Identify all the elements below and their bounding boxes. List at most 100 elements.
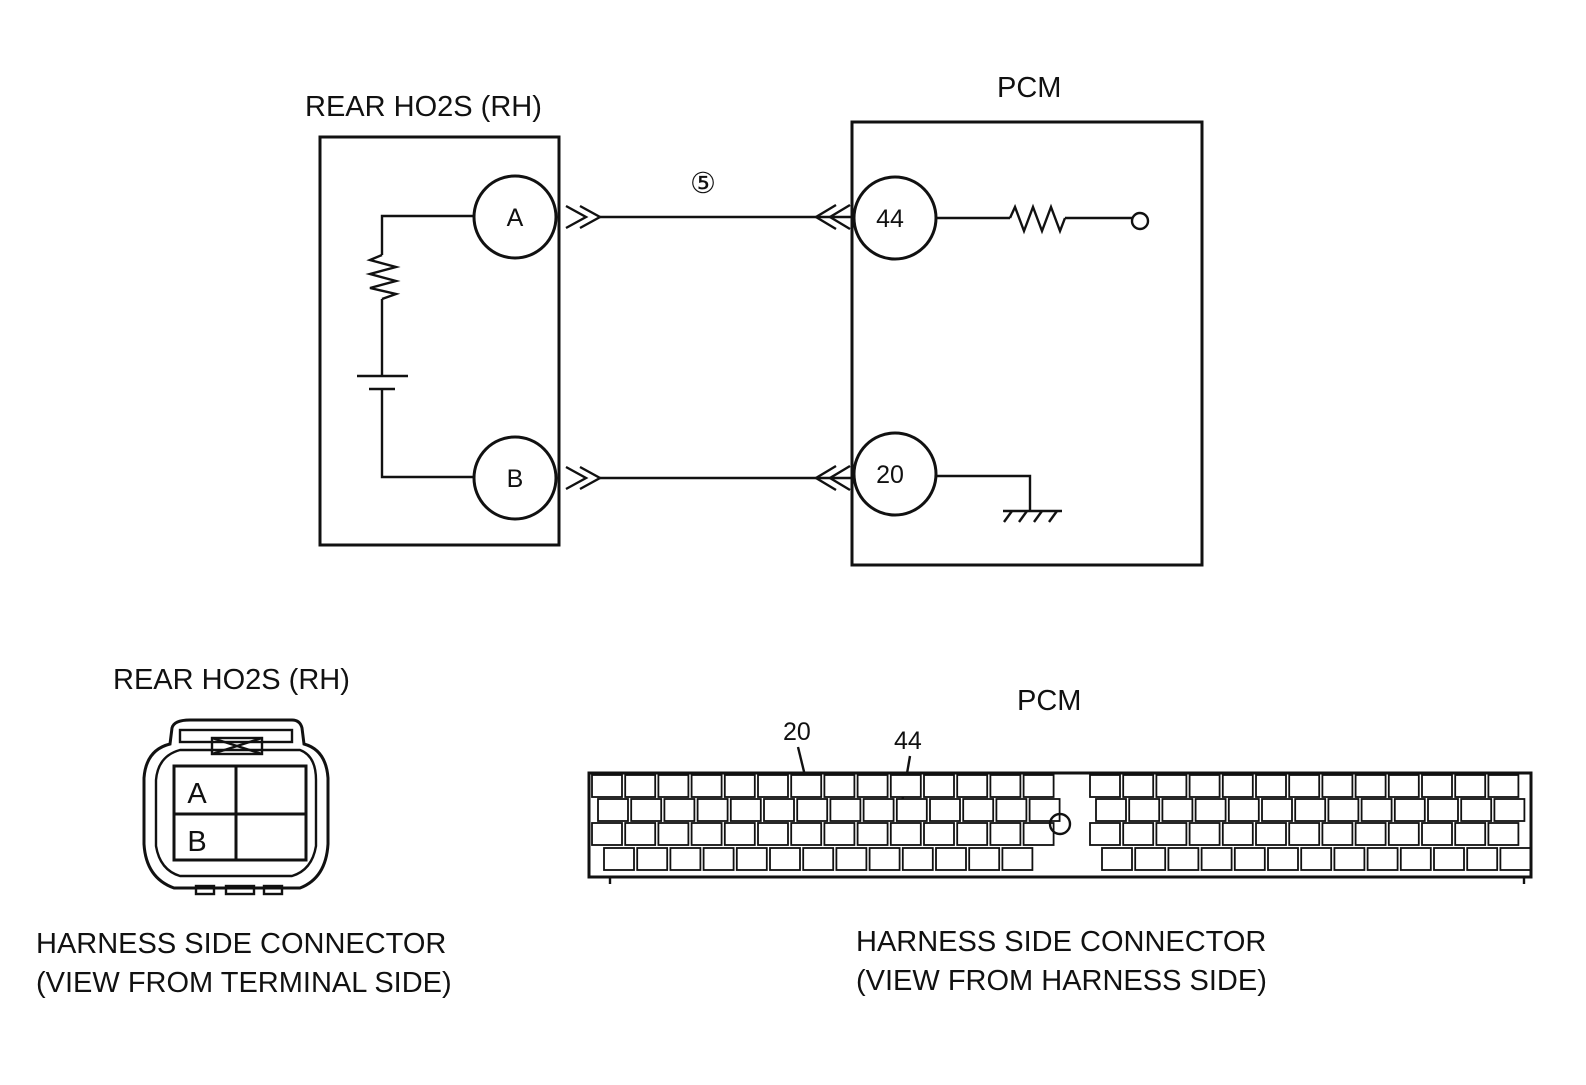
pcm-cavity — [1200, 847, 1233, 871]
pcm-cavity — [1454, 774, 1487, 798]
pcm-cavity — [723, 822, 756, 846]
pcm-terminal-20-label: 20 — [876, 461, 904, 489]
pcm-cavity — [995, 798, 1028, 822]
pcm-cavity — [923, 774, 955, 798]
sensor-connector-title: REAR HO2S (RH) — [113, 664, 350, 696]
pcm-cavity — [956, 774, 989, 798]
pcm-cavity — [1095, 798, 1127, 822]
pcm-box — [850, 120, 1204, 567]
pcm-connector-title: PCM — [1017, 685, 1081, 717]
pcm-cavity — [1421, 774, 1453, 798]
pcm-cavity — [796, 798, 829, 822]
pcm-resistor-icon — [1008, 203, 1067, 235]
pcm-cavity-grid — [591, 774, 1532, 871]
pcm-cavity — [1487, 774, 1520, 798]
pcm-cavity — [1089, 822, 1121, 846]
pcm-cavity — [669, 847, 702, 871]
pin-44-label: 44 — [894, 727, 922, 755]
pcm-cavity — [856, 774, 889, 798]
pcm-cavity — [956, 822, 989, 846]
pcm-cavity — [823, 774, 856, 798]
sensor-connector-caption-line1: HARNESS SIDE CONNECTOR — [36, 928, 446, 960]
ground-icon — [936, 474, 1062, 523]
sensor-terminal-b-label: B — [507, 465, 524, 493]
pcm-cavity — [1366, 847, 1399, 871]
pcm-cavity — [862, 798, 895, 822]
pcm-cavity — [663, 798, 696, 822]
pin-20-label: 20 — [783, 718, 811, 746]
pcm-cavity — [690, 774, 723, 798]
pcm-cavity — [923, 822, 955, 846]
sensor-title: REAR HO2S (RH) — [305, 91, 542, 123]
pcm-cavity — [1321, 774, 1354, 798]
pcm-cavity — [1255, 822, 1287, 846]
pcm-cavity — [696, 798, 729, 822]
pcm-terminal-20 — [852, 431, 938, 517]
pcm-cavity — [763, 798, 795, 822]
pcm-cavity — [1188, 822, 1221, 846]
cavity-b-label: B — [187, 826, 206, 858]
pcm-cavity — [1028, 798, 1061, 822]
pcm-cavity — [603, 847, 635, 871]
pcm-cavity — [769, 847, 801, 871]
pcm-cavity — [989, 774, 1022, 798]
pcm-connector-caption-line2: (VIEW FROM HARNESS SIDE) — [856, 965, 1267, 997]
pcm-cavity — [1354, 774, 1387, 798]
sensor-terminal-b — [472, 435, 558, 521]
pcm-cavity — [901, 847, 934, 871]
center-bolt-icon — [1048, 812, 1072, 836]
pcm-cavity — [1294, 798, 1327, 822]
pcm-cavity — [1128, 798, 1161, 822]
pcm-cavity — [1267, 847, 1299, 871]
sensor-box — [318, 135, 561, 547]
pcm-cavity — [1387, 822, 1420, 846]
latch-lock-icon — [210, 736, 264, 756]
sensor-terminal-a — [472, 174, 558, 260]
pcm-cavity — [1122, 774, 1155, 798]
pcm-cavity — [889, 822, 922, 846]
pcm-connector-chevron-icon — [813, 203, 851, 492]
pcm-cavity — [1460, 798, 1493, 822]
sensor-terminal-a-label: A — [507, 204, 524, 232]
pcm-cavity — [962, 798, 995, 822]
cavity-a-label: A — [187, 778, 207, 810]
pcm-cavity — [1333, 847, 1366, 871]
pcm-cavity — [729, 798, 762, 822]
pcm-cavity — [1433, 847, 1465, 871]
sensor-wire-top — [380, 214, 475, 255]
pcm-cavity — [1454, 822, 1487, 846]
pcm-cavity — [723, 774, 756, 798]
pcm-cavity — [1155, 822, 1188, 846]
pcm-cavity — [1499, 847, 1532, 871]
pcm-cavity — [657, 822, 690, 846]
wiring-schematic: REAR HO2S (RH) A B ⑤ — [305, 72, 1204, 567]
pcm-harness-connector: PCM 20 44 HARNESS SIDE CONNECTOR (VIEW F… — [587, 685, 1533, 997]
pcm-cavity — [790, 774, 823, 798]
pcm-cavity — [989, 822, 1022, 846]
pcm-cavity — [591, 774, 623, 798]
pcm-cavity — [591, 822, 623, 846]
pcm-cavity — [1022, 774, 1055, 798]
pcm-cavity — [1089, 774, 1121, 798]
pcm-cavity — [1188, 774, 1221, 798]
pcm-cavity — [757, 774, 789, 798]
pcm-cavity — [1421, 822, 1453, 846]
pcm-cavity — [968, 847, 1001, 871]
pcm-cavity — [1327, 798, 1360, 822]
pcm-cavity — [1387, 774, 1420, 798]
pcm-cavity — [1321, 822, 1354, 846]
pcm-cavity — [624, 774, 657, 798]
pcm-cavity — [1399, 847, 1432, 871]
pcm-cavity — [1221, 774, 1254, 798]
pcm-cavity — [1393, 798, 1426, 822]
pcm-title: PCM — [997, 72, 1061, 104]
pcm-cavity — [630, 798, 663, 822]
pcm-cavity — [702, 847, 735, 871]
pcm-cavity — [1255, 774, 1287, 798]
connector-housing — [142, 718, 330, 890]
pcm-cavity — [657, 774, 690, 798]
pcm-cavity — [1167, 847, 1200, 871]
sensor-internal-circuit — [357, 214, 475, 479]
pcm-cavity — [1427, 798, 1459, 822]
